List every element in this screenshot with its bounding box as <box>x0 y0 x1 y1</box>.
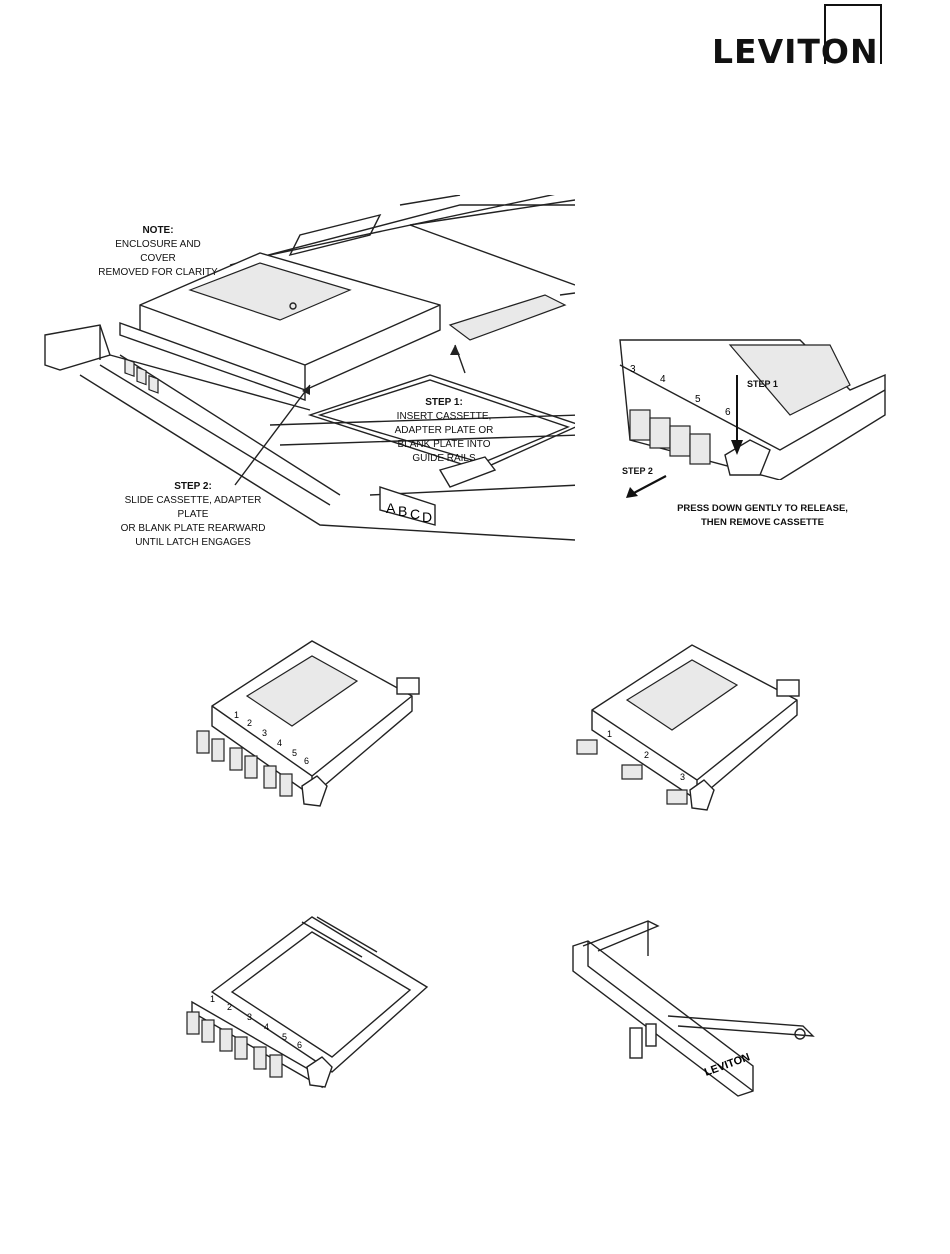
port-number: 1 <box>607 729 612 739</box>
port-number: 4 <box>660 374 666 385</box>
note-line: REMOVED FOR CLARITY <box>98 267 218 278</box>
port-number: 5 <box>292 748 297 758</box>
latch-letter: A <box>386 500 396 516</box>
port-number: 6 <box>297 1040 302 1050</box>
release-caption-line: THEN REMOVE CASSETTE <box>701 517 824 528</box>
step2-line: OR BLANK PLATE REARWARD <box>120 523 266 534</box>
step1-line: ADAPTER PLATE OR <box>394 425 494 436</box>
step1-line: BLANK PLATE INTO <box>397 439 491 450</box>
mtp-cassette-drawing: 1 2 3 <box>576 644 800 811</box>
leviton-logo: LEVITON <box>712 4 882 71</box>
step2-arrow <box>626 475 667 498</box>
port-number: 5 <box>282 1032 287 1042</box>
lc-cassette-drawing: 1 2 3 4 5 6 <box>196 640 420 807</box>
port-number: 6 <box>304 756 309 766</box>
port-number: 5 <box>695 394 701 405</box>
release-step1-label: STEP 1 <box>747 379 778 389</box>
step1-line: GUIDE RAILS <box>412 453 476 464</box>
note-line: ENCLOSURE AND COVER <box>115 239 201 264</box>
step2-line: UNTIL LATCH ENGAGES <box>135 537 251 548</box>
port-number: 3 <box>262 728 267 738</box>
note-label: NOTE: ENCLOSURE AND COVER REMOVED FOR CL… <box>98 224 218 280</box>
latch-letter: C <box>410 506 420 522</box>
step1-instructions: STEP 1: INSERT CASSETTE, ADAPTER PLATE O… <box>384 396 504 466</box>
step2-line: SLIDE CASSETTE, ADAPTER PLATE <box>124 495 262 520</box>
adapter-plate-ports <box>186 1011 283 1078</box>
blank-plate-drawing: LEVITON <box>572 920 815 1097</box>
lc-ports <box>196 730 293 797</box>
port-number: 2 <box>644 750 649 760</box>
step2-instructions: STEP 2: SLIDE CASSETTE, ADAPTER PLATE OR… <box>108 480 278 550</box>
release-step2-label: STEP 2 <box>622 466 653 476</box>
step1-title: STEP 1: <box>425 397 463 408</box>
port-number: 3 <box>680 772 685 782</box>
latch-letter: D <box>422 509 432 525</box>
release-detail-drawing: 3 4 5 6 <box>619 339 886 480</box>
port-number: 4 <box>277 738 282 748</box>
release-caption: PRESS DOWN GENTLY TO RELEASE, THEN REMOV… <box>665 502 860 530</box>
port-number: 2 <box>227 1002 232 1012</box>
port-number: 6 <box>725 407 731 418</box>
logo-text: LEVITON <box>712 32 879 71</box>
adapter-plate-drawing: 1 2 3 4 5 6 <box>186 916 429 1089</box>
port-number: 1 <box>210 994 215 1004</box>
port-number: 3 <box>630 364 636 375</box>
logo-box-graphic <box>824 4 882 64</box>
port-number: 2 <box>247 718 252 728</box>
step2-title: STEP 2: <box>174 481 212 492</box>
step1-line: INSERT CASSETTE, <box>396 411 492 422</box>
port-number: 4 <box>264 1022 269 1032</box>
port-number: 3 <box>247 1012 252 1022</box>
installation-drawing: A B C D <box>44 195 575 541</box>
release-caption-line: PRESS DOWN GENTLY TO RELEASE, <box>677 503 848 514</box>
port-number: 1 <box>234 710 239 720</box>
note-title: NOTE: <box>142 225 174 236</box>
latch-letter: B <box>398 503 407 519</box>
